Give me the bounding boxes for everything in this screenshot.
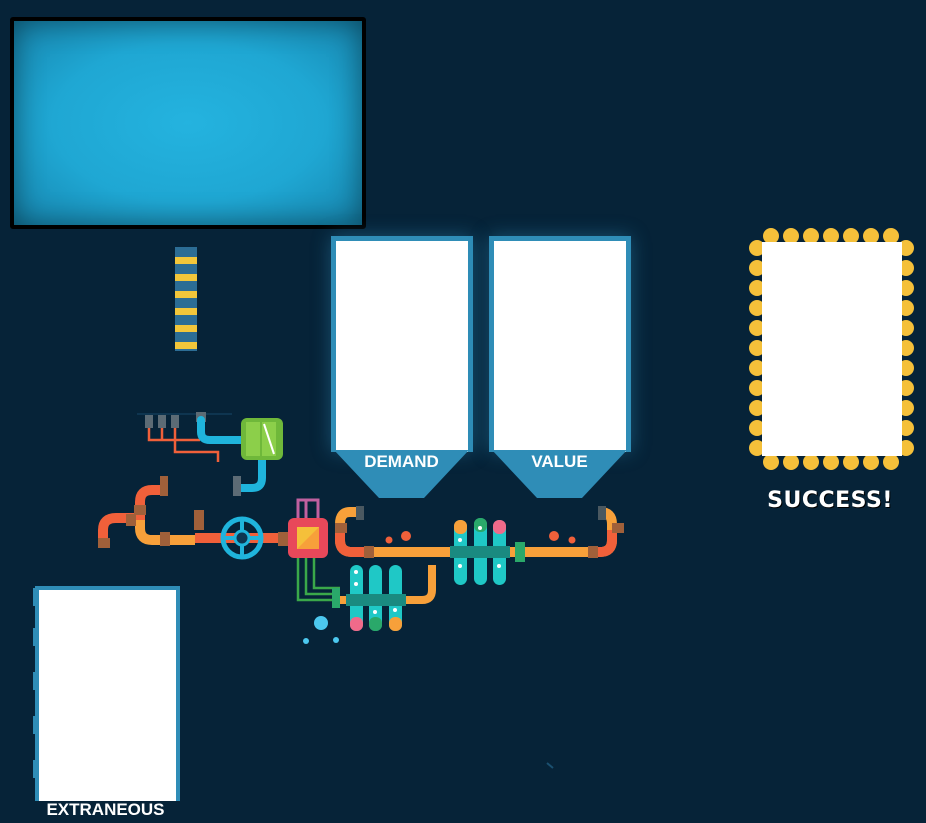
wiring-bundle (137, 413, 232, 462)
test-tubes-lower (332, 565, 436, 631)
demand-funnel (334, 450, 469, 498)
valve-wheel-icon (220, 516, 264, 560)
success-drop-zone[interactable] (762, 242, 902, 456)
value-drop-zone[interactable] (489, 236, 631, 452)
green-switch-box-icon (241, 418, 283, 460)
extraneous-drop-zone[interactable] (35, 586, 180, 801)
processor-chip-icon (288, 498, 340, 602)
left-pipe (98, 476, 290, 548)
display-screen (10, 17, 366, 229)
cyan-pipe (196, 412, 266, 496)
stray-mark (546, 762, 554, 769)
success-bulb-frame (749, 228, 914, 470)
striped-indicator (175, 247, 197, 351)
extraneous-label: EXTRANEOUS (46, 800, 165, 819)
test-tubes-upper (450, 518, 510, 585)
demand-drop-zone[interactable] (331, 236, 473, 452)
success-label: SUCCESS! (767, 488, 893, 513)
bubbles (303, 616, 339, 644)
value-funnel (492, 450, 627, 498)
